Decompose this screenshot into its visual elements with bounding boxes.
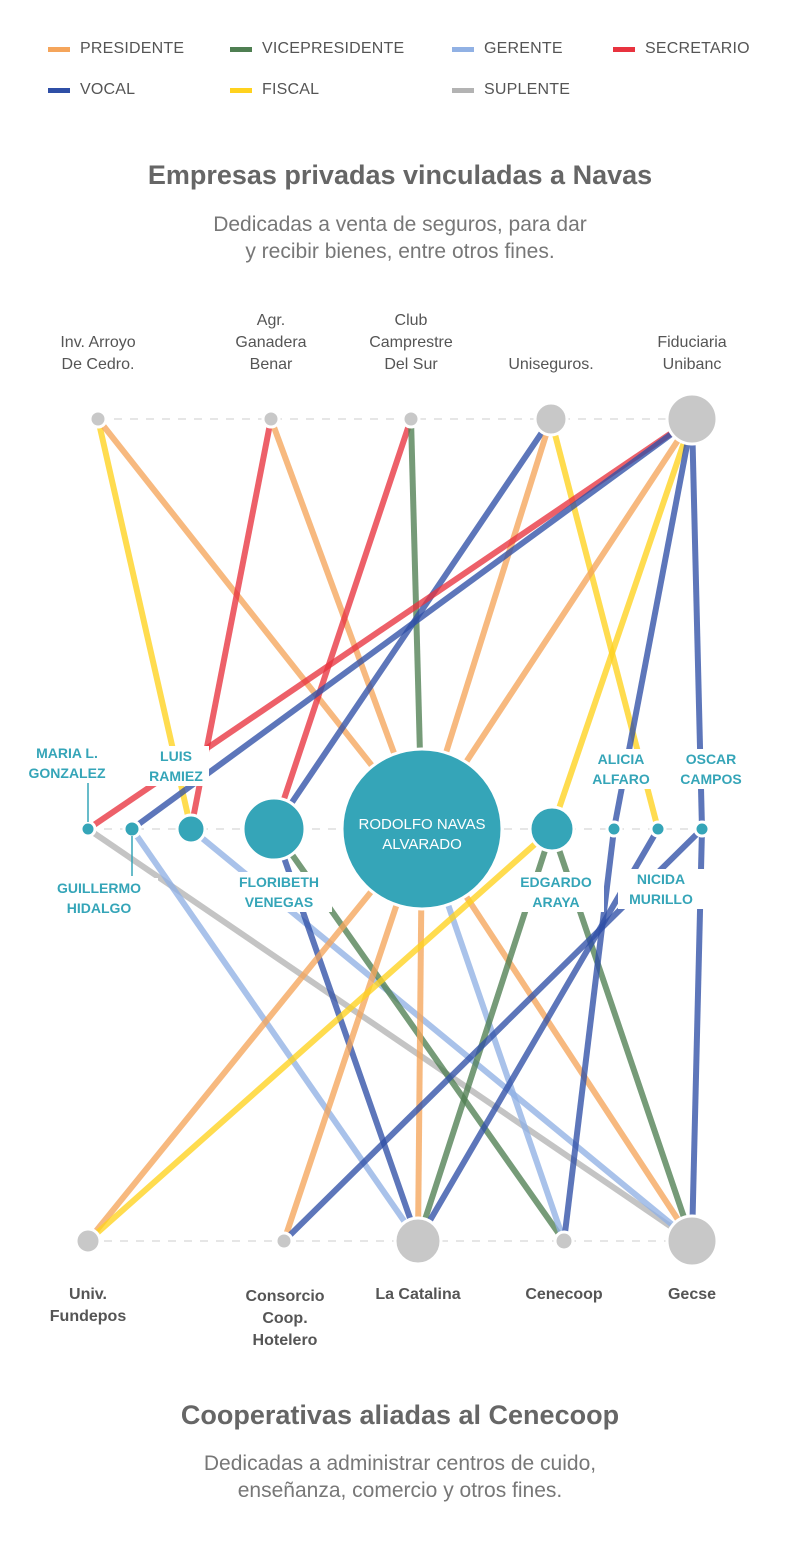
link-unibanc-edgardo-fiscal [549, 418, 695, 830]
legend-swatch [613, 46, 635, 52]
node-label-maria: MARIA L. GONZALEZ [14, 743, 120, 783]
node-uniseguros [533, 401, 569, 437]
node-maria [79, 820, 97, 838]
node-club [401, 409, 421, 429]
link-rodolfo-fundepos-presidente [85, 827, 425, 1243]
legend-swatch [230, 87, 252, 93]
link-arroyo-rodolfo-presidente [95, 417, 425, 831]
node-label-club: Club Camprestre Del Sur [369, 312, 453, 373]
link-rodolfo-gecse-presidente [419, 827, 695, 1243]
node-unibanc [665, 392, 719, 446]
link-alicia-cenecoop-vocal [561, 828, 617, 1242]
legend-item-gerente: GERENTE [452, 40, 563, 58]
node-label-fundepos: Univ. Fundepos [49, 1286, 127, 1325]
node-label-floribeth: FLORIBETH VENEGAS [226, 872, 332, 912]
bottom-section-title: Cooperativas aliadas al Cenecoop [180, 1400, 620, 1430]
node-cenecoop [553, 1230, 575, 1252]
node-gecse [665, 1214, 719, 1268]
node-edgardo [528, 805, 576, 853]
legend-label: VICEPRESIDENTE [262, 40, 405, 57]
legend-swatch [452, 46, 474, 52]
node-label-uniseguros: Uniseguros. [508, 356, 594, 373]
node-label-nicida: NICIDA MURILLO [618, 869, 704, 909]
bottom-section-subtitle: Dedicadas a administrar centros de cuido… [203, 1452, 597, 1502]
node-label-catalina: La Catalina [375, 1286, 461, 1303]
node-guillermo [122, 819, 142, 839]
legend-item-vocal: VOCAL [48, 81, 135, 99]
node-alicia [605, 820, 623, 838]
legend-label: GERENTE [484, 40, 563, 57]
node-nicida [649, 820, 667, 838]
node-arroyo [88, 409, 108, 429]
legend-item-presidente: PRESIDENTE [48, 40, 184, 58]
node-benar [261, 409, 281, 429]
node-label-unibanc: Fiduciaria Unibanc [657, 334, 727, 373]
node-oscar [693, 820, 711, 838]
node-label-alicia: ALICIA ALFARO [586, 749, 656, 789]
node-consorcio [274, 1231, 294, 1251]
node-label-cenecoop: Cenecoop [525, 1286, 603, 1303]
node-floribeth [241, 796, 307, 862]
legend-swatch [48, 46, 70, 52]
node-fundepos [74, 1227, 102, 1255]
node-label-edgardo: EDGARDO ARAYA [508, 872, 604, 912]
legend-item-secretario: SECRETARIO [613, 40, 750, 58]
legend-swatch [48, 87, 70, 93]
node-label-oscar: OSCAR CAMPOS [672, 749, 750, 789]
node-catalina [393, 1216, 443, 1266]
legend-item-fiscal: FISCAL [230, 81, 319, 99]
legend-label: PRESIDENTE [80, 40, 185, 57]
link-guillermo-catalina-gerente [129, 827, 421, 1243]
top-section-title: Empresas privadas vinculadas a Navas [147, 160, 653, 190]
legend-swatch [230, 46, 252, 52]
node-label-arroyo: Inv. Arroyo De Cedro. [60, 334, 136, 373]
top-section-subtitle: Dedicadas a venta de seguros, para dar y… [213, 213, 587, 263]
node-luis [175, 813, 207, 845]
link-unibanc-guillermo-vocal [130, 416, 694, 832]
node-label-gecse: Gecse [667, 1286, 717, 1303]
link-club-floribeth-secretario [271, 418, 414, 830]
node-label-rodolfo: RODOLFO NAVAS ALVARADO [358, 816, 486, 853]
legend-label: SUPLENTE [484, 81, 571, 98]
node-label-benar: Agr. Ganadera Benar [235, 312, 307, 373]
node-label-guillermo: GUILLERMO HIDALGO [40, 878, 158, 918]
legend-label: FISCAL [262, 81, 320, 98]
node-label-luis: LUIS RAMIEZ [143, 746, 209, 786]
legend-label: SECRETARIO [645, 40, 750, 57]
node-label-consorcio: Consorcio Coop. Hotelero [245, 1288, 325, 1349]
legend-label: VOCAL [80, 81, 136, 98]
link-edgardo-fundepos-fiscal [86, 826, 554, 1244]
node-rodolfo [340, 747, 504, 911]
link-unibanc-rodolfo-presidente [419, 417, 695, 831]
link-maria-gecse-suplente [86, 826, 694, 1244]
legend-swatch [452, 87, 474, 93]
legend-item-suplente: SUPLENTE [452, 81, 570, 99]
legend-item-vicepresidente: VICEPRESIDENTE [230, 40, 404, 58]
